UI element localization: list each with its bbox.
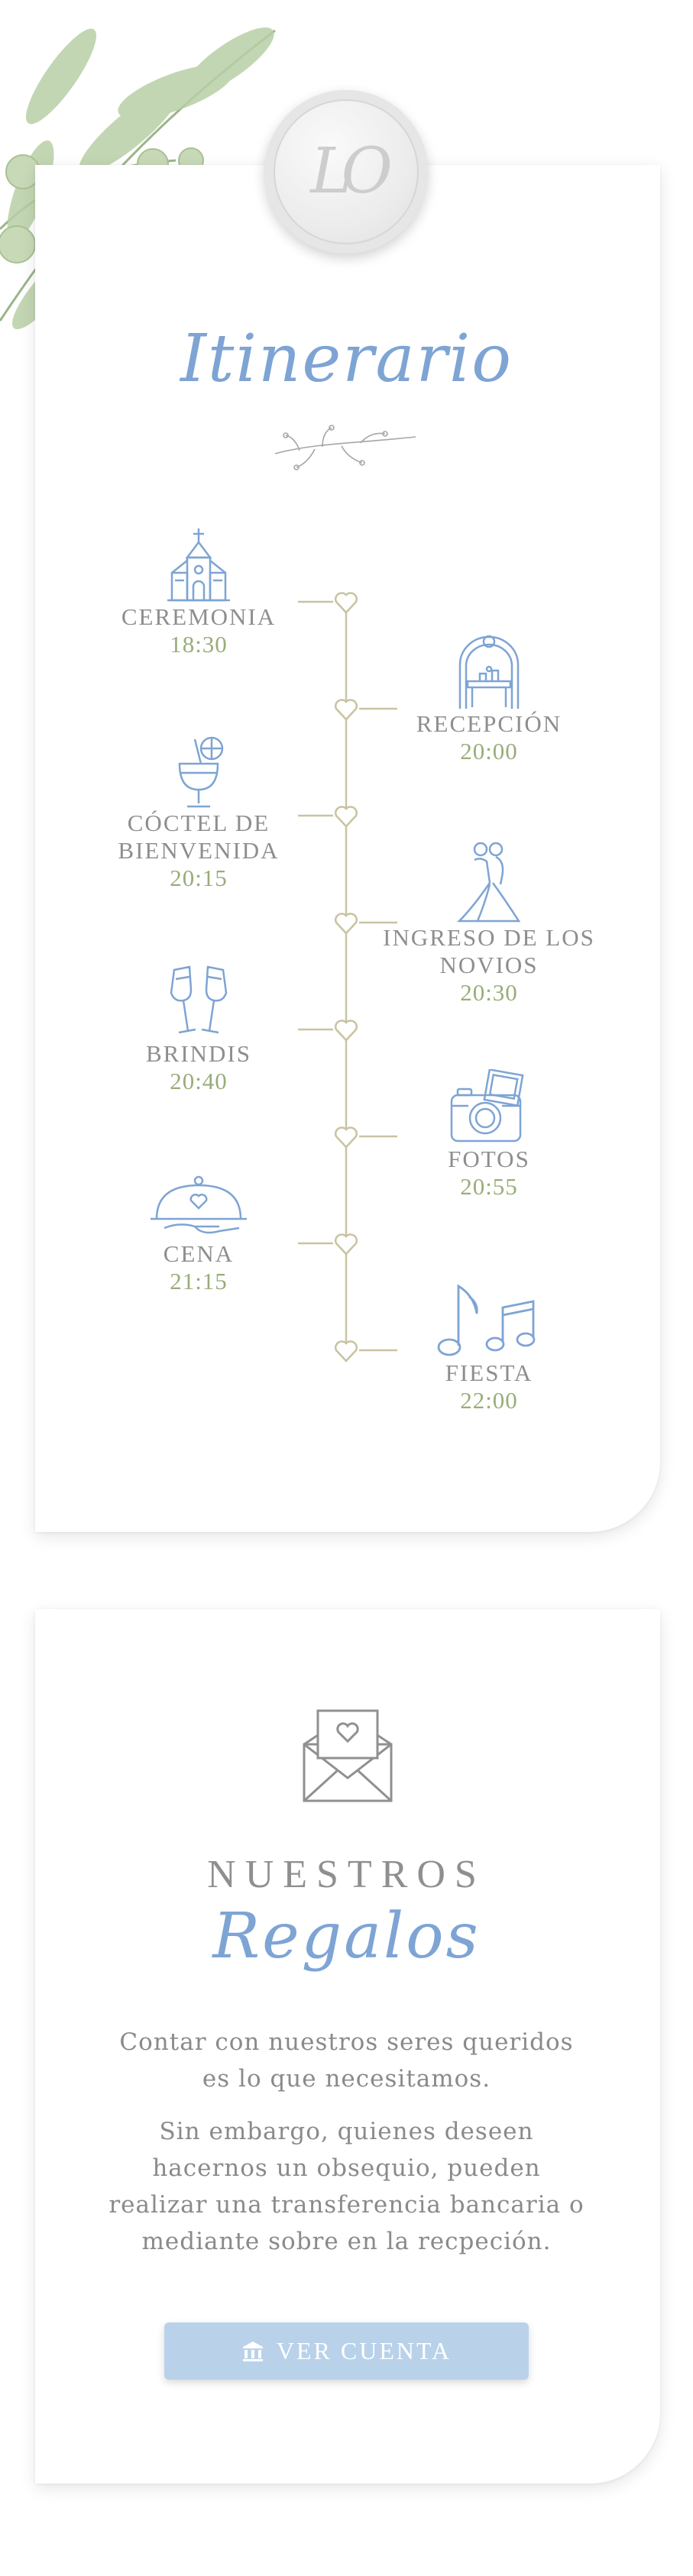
event-name: FIESTA bbox=[445, 1359, 533, 1386]
event-name: BRINDIS bbox=[145, 1040, 251, 1067]
event-fotos: FOTOS 20:55 bbox=[374, 1069, 604, 1201]
event-time: 20:40 bbox=[170, 1068, 228, 1094]
event-name: RECEPCIÓN bbox=[416, 710, 562, 737]
toast-glasses-icon bbox=[170, 965, 228, 1034]
timeline-heart-marker bbox=[335, 1233, 358, 1256]
gifts-paragraph-2: Sin embargo, quienes deseen hacernos un … bbox=[108, 2118, 585, 2255]
event-time: 21:15 bbox=[170, 1268, 228, 1294]
timeline-heart-marker bbox=[335, 592, 358, 614]
event-ingreso-novios: INGRESO DE LOS NOVIOS 20:30 bbox=[374, 839, 604, 1007]
gifts-script-title: Regalos bbox=[212, 1900, 481, 1973]
wax-seal-monogram: LO bbox=[264, 90, 428, 254]
event-ceremonia: CEREMONIA 18:30 bbox=[84, 527, 313, 658]
music-notes-icon bbox=[437, 1284, 536, 1356]
gifts-paragraph-1: Contar con nuestros seres queridos es lo… bbox=[119, 2028, 574, 2093]
timeline-heart-marker bbox=[335, 1126, 358, 1149]
event-name: CENA bbox=[163, 1240, 235, 1267]
event-coctel: CÓCTEL DE BIENVENIDA 20:15 bbox=[84, 733, 313, 892]
event-time: 20:00 bbox=[460, 738, 518, 764]
gifts-heading: NUESTROS bbox=[207, 1853, 486, 1896]
camera-icon bbox=[450, 1069, 524, 1143]
cloche-icon bbox=[151, 1175, 247, 1234]
reception-table-icon bbox=[458, 635, 520, 709]
event-time: 20:15 bbox=[170, 865, 228, 891]
timeline-heart-marker bbox=[335, 1020, 358, 1042]
ver-cuenta-label[interactable]: VER CUENTA bbox=[276, 2337, 452, 2364]
timeline-heart-marker bbox=[335, 806, 358, 828]
bank-icon bbox=[242, 2341, 263, 2361]
event-time: 18:30 bbox=[170, 631, 228, 658]
envelope-heart-icon bbox=[303, 1709, 393, 1802]
event-name: CEREMONIA bbox=[121, 603, 277, 630]
event-name: FOTOS bbox=[448, 1146, 530, 1172]
timeline-heart-marker bbox=[335, 699, 358, 721]
timeline-heart-marker bbox=[335, 913, 358, 935]
floral-sprig-divider bbox=[274, 425, 416, 470]
cocktail-icon bbox=[178, 736, 224, 808]
event-name: INGRESO DE LOS NOVIOS bbox=[383, 924, 595, 978]
itinerary-card bbox=[35, 165, 660, 1532]
timeline-heart-marker bbox=[335, 1340, 358, 1362]
couple-icon bbox=[456, 842, 521, 923]
event-time: 20:30 bbox=[460, 979, 518, 1006]
itinerary-title: Itinerario bbox=[180, 321, 513, 397]
event-cena: CENA 21:15 bbox=[84, 1175, 313, 1295]
event-name: CÓCTEL DE BIENVENIDA bbox=[118, 810, 280, 864]
seal-monogram-text: LO bbox=[310, 135, 393, 208]
itinerary-timeline bbox=[298, 592, 397, 1362]
event-time: 22:00 bbox=[460, 1387, 518, 1414]
event-time: 20:55 bbox=[460, 1173, 518, 1200]
ver-cuenta-button[interactable]: VER CUENTA bbox=[164, 2322, 529, 2380]
event-recepcion: RECEPCIÓN 20:00 bbox=[374, 634, 604, 765]
event-fiesta: FIESTA 22:00 bbox=[374, 1280, 604, 1414]
event-brindis: BRINDIS 20:40 bbox=[84, 964, 313, 1095]
church-icon bbox=[167, 528, 230, 602]
